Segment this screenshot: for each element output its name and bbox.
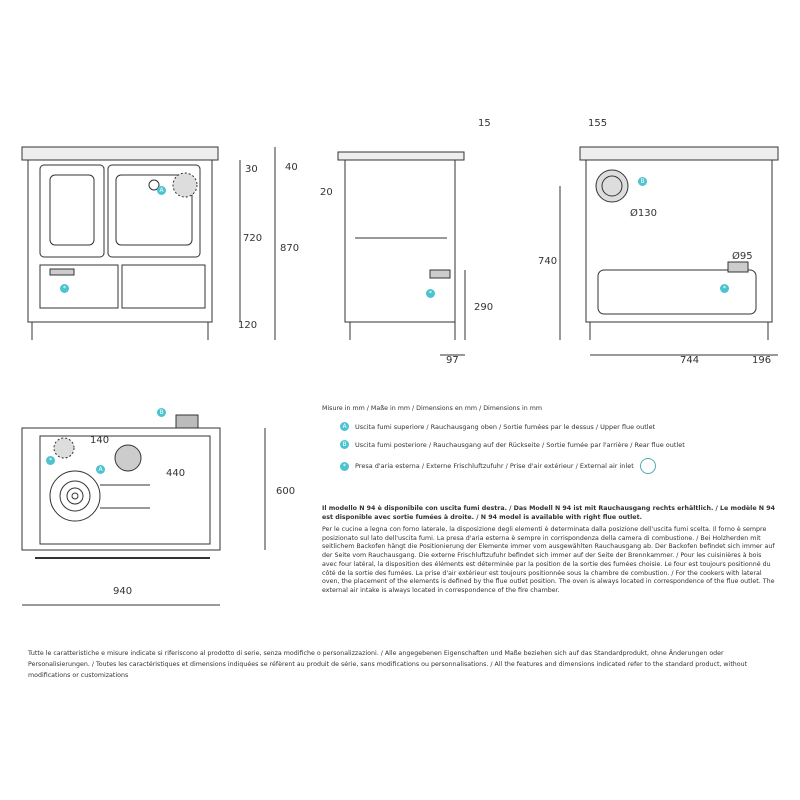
badge-inlet-rear: * bbox=[720, 284, 729, 293]
legend-text: Presa d'aria esterna / Externe Frischluf… bbox=[355, 462, 634, 470]
badge-b-top: B bbox=[157, 408, 166, 417]
badge-a-top: A bbox=[96, 465, 105, 474]
dim-97: 97 bbox=[446, 355, 459, 366]
legend-text: Uscita fumi superiore / Rauchausgang obe… bbox=[355, 422, 656, 431]
dim-130: Ø130 bbox=[630, 208, 657, 219]
layout-note: Per le cucine a legna con forno laterale… bbox=[322, 526, 775, 594]
dim-30: 30 bbox=[245, 164, 258, 175]
dim-20: 20 bbox=[320, 187, 333, 198]
dim-95: Ø95 bbox=[732, 251, 753, 262]
badge-b-rear: B bbox=[638, 177, 647, 186]
badge-inlet-side: * bbox=[426, 289, 435, 298]
model-note: Il modello N 94 è disponibile con uscita… bbox=[322, 505, 776, 522]
dim-140: 140 bbox=[90, 435, 110, 446]
legend-item-a: A Uscita fumi superiore / Rauchausgang o… bbox=[340, 422, 655, 431]
top-view bbox=[21, 414, 266, 606]
badge-b: B bbox=[340, 440, 349, 449]
dim-120: 120 bbox=[238, 320, 258, 331]
dim-720: 720 bbox=[243, 233, 263, 244]
units-note: Misure in mm / Maße in mm / Dimensions e… bbox=[322, 405, 542, 412]
front-view bbox=[21, 146, 276, 340]
dim-740: 740 bbox=[538, 256, 558, 267]
dim-440: 440 bbox=[166, 468, 186, 479]
dim-40: 40 bbox=[285, 162, 298, 173]
dim-600: 600 bbox=[276, 486, 296, 497]
dim-940: 940 bbox=[113, 586, 133, 597]
side-view bbox=[337, 151, 466, 356]
legend-item-inlet: * Presa d'aria esterna / Externe Frischl… bbox=[340, 458, 656, 474]
dim-15: 15 bbox=[478, 118, 491, 129]
rear-view bbox=[559, 146, 779, 356]
badge-a-front: A bbox=[157, 186, 166, 195]
dim-744: 744 bbox=[680, 355, 700, 366]
air-inlet-icon bbox=[639, 458, 656, 474]
badge-inlet-top: * bbox=[46, 456, 55, 465]
badge-inlet: * bbox=[340, 461, 349, 471]
dim-870: 870 bbox=[280, 243, 300, 254]
badge-a: A bbox=[340, 422, 349, 431]
dim-155: 155 bbox=[588, 118, 608, 129]
badge-inlet-front: * bbox=[60, 284, 69, 293]
dim-290: 290 bbox=[474, 302, 494, 313]
legend-item-b: B Uscita fumi posteriore / Rauchausgang … bbox=[340, 440, 685, 449]
disclaimer: Tutte le caratteristiche e misure indica… bbox=[28, 650, 748, 679]
dim-196: 196 bbox=[752, 355, 772, 366]
legend-text: Uscita fumi posteriore / Rauchausgang au… bbox=[355, 440, 685, 449]
